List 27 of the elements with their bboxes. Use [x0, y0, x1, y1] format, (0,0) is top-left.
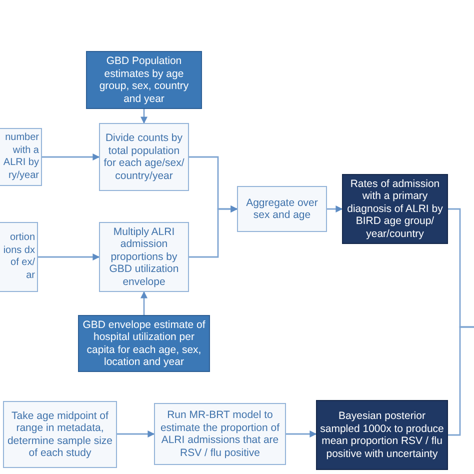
connector-arrow: [117, 430, 155, 438]
connector-arrow: [38, 254, 100, 260]
process-box: [99, 123, 189, 191]
box-text: Divide counts by total population for each age/sex/ country/year: [102, 132, 186, 182]
box-text: Run MR-BRT model to estimate the proportion of ALRI admissions that are RSV / flu positive: [159, 409, 281, 459]
connector-arrow: [327, 206, 343, 212]
process-box: [99, 222, 189, 292]
connector-arrow: [140, 109, 148, 124]
process-box: [0, 222, 38, 292]
box-text: Bayesian posterior sampled 1000x to produce mean proportion RSV / flu positive with uncertainty: [319, 410, 445, 460]
box-text: Rates of admission with a primary diagnosis of ALRI by BIRD age group/ year/country: [346, 178, 444, 240]
box-text: Aggregate over sex and age: [245, 196, 319, 222]
process-box: [154, 403, 286, 465]
connector-arrow: [42, 154, 100, 160]
box-text: number with a ALRI by ry/year: [2, 132, 40, 182]
box-text: ortion ions dx of ex/ ar: [2, 232, 36, 282]
process-box: [3, 401, 117, 468]
connector-arrow: [189, 206, 238, 258]
box-text: GBD Population estimates by age group, sex, country and year: [98, 55, 190, 105]
box-text: Take age midpoint of range in metadata, determine sample size of each study: [6, 410, 114, 460]
process-box: [237, 186, 327, 232]
connector-arrow: [286, 430, 317, 438]
process-box: [316, 400, 448, 470]
connector-arrow: [140, 291, 148, 315]
process-box: [86, 51, 202, 109]
box-text: Multiply ALRI admission proportions by GBD utilization envelope: [108, 226, 180, 288]
box-text: GBD envelope estimate of hospital utilization per capita for each age, sex, location and year: [82, 318, 206, 368]
